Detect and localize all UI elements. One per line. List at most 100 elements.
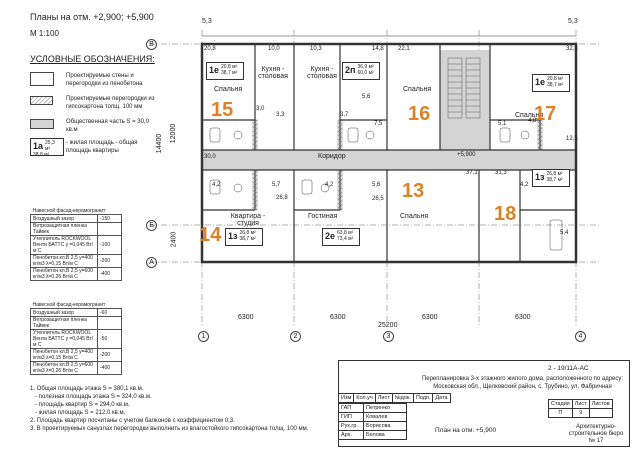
room-bedroom-13: Спальня: [400, 213, 429, 220]
facade-layer-row: Утеплитель ROCKWOOL Венти БАТТС у =0,045…: [30, 235, 122, 255]
tb-sheets-label: Листов: [588, 399, 613, 409]
room-area: 3,0: [256, 106, 265, 112]
tb-role: Рук.гр.: [338, 421, 364, 431]
room-bedroom-16: Спальня: [403, 86, 432, 93]
plan-title: Планы на отм. +2,900; +5,900: [30, 12, 154, 22]
facade-layer-name: Пенобетон кл.В 2,5 у=400 кг/м3 λ=0,15 Вт…: [30, 348, 98, 362]
scale-label: М 1:100: [30, 29, 59, 38]
facade-layer-thickness: -50: [97, 329, 122, 349]
area-box-living: 26,8 м²: [239, 230, 256, 236]
facade-layer-thickness: [97, 316, 122, 330]
area-box-living: 63,8 м²: [337, 230, 354, 236]
facade-layer-row: Пенобетон кл.В 2,5 у=600 кг/м3 λ=0,26 Вт…: [30, 361, 122, 375]
room-area: 5,7: [272, 182, 281, 188]
facade-layer-row: Пенобетон кл.В 2,5 у=600 кг/м3 λ=0,26 Вт…: [30, 267, 122, 281]
legend-area-total: 38,8 м²: [33, 152, 50, 158]
room-area: 14,8: [372, 46, 384, 52]
room-area: 4,2: [212, 182, 221, 188]
facade-layer-row: Ветрозащитная пленка Тайвек: [30, 222, 122, 236]
tb-person-name: Ковалев: [363, 412, 407, 422]
tb-role: ГИП: [338, 412, 364, 422]
note-line: 1. Общая площадь этажа S = 380,1 кв.м.: [30, 386, 144, 392]
dim-top-left: 5,3: [202, 18, 212, 25]
dim-bottom-3: 6300: [422, 314, 438, 321]
tb-stage-label: Стадия: [548, 399, 573, 409]
room-area: 10,0: [268, 46, 280, 52]
tb-head-cell: №док.: [391, 393, 414, 403]
area-box-total: 73,4 м²: [337, 236, 354, 242]
tb-person-name: Белова: [363, 430, 407, 440]
tb-stage: П: [548, 408, 573, 418]
room-living-13: Гостиная: [308, 213, 338, 220]
legend-area-box: 1а 25,3 м² 38,8 м²: [30, 138, 64, 158]
legend-partitions-text: Проектируемые перегородки из гипсокартон…: [66, 96, 155, 110]
axis-row-a: А: [146, 257, 157, 268]
tb-role: ГАП: [338, 403, 364, 413]
apartment-number-18: 18: [494, 203, 517, 225]
facade-layer-row: Воздушный зазор-150: [30, 214, 122, 223]
area-box-num: 1е: [535, 77, 546, 87]
room-kitchen-16: Кухня - столовая: [307, 66, 337, 80]
tb-person-name: Борисова: [363, 421, 407, 431]
tb-sheets: [588, 408, 613, 418]
axis-col-4: 4: [575, 331, 586, 342]
facade-layer-thickness: -400: [97, 267, 122, 281]
axis-col-2: 2: [290, 331, 301, 342]
facade-layer-name: Пенобетон кл.В 2,5 у=400 кг/м3 λ=0,15 Вт…: [30, 254, 98, 268]
facade-layer-row: Утеплитель ROCKWOOL Венти БАТТС у =0,045…: [30, 329, 122, 349]
room-corridor: Коридор: [318, 153, 346, 160]
room-area: 5,6: [362, 94, 371, 100]
room-area: 10,3: [310, 46, 322, 52]
area-box-num: 2е: [325, 231, 336, 241]
note-line: 3. В проектируемых санузлах перегородки …: [30, 426, 309, 432]
note-line: 2. Площадь квартир посчитаны с учетом ба…: [30, 418, 235, 424]
floor-plan: [150, 30, 600, 325]
room-area: 22,1: [398, 46, 410, 52]
tb-head-cell: Кол.уч: [353, 393, 376, 403]
facade-table-title: Навесной фасад-керамогранит: [32, 207, 106, 214]
tb-person-row: Рук.гр.Борисова: [338, 421, 407, 431]
tb-code: 2 - 19/11А-АС: [548, 365, 589, 372]
tb-sheet-label: Лист: [571, 399, 590, 409]
area-box-num: 1з: [535, 172, 545, 182]
facade-layer-name: Ветрозащитная пленка Тайвек: [30, 222, 98, 236]
room-area: 12,5: [566, 136, 578, 142]
facade-layer-name: Пенобетон кл.В 2,5 у=600 кг/м3 λ=0,26 Вт…: [30, 361, 98, 375]
facade-layer-row: Ветрозащитная пленка Тайвек: [30, 316, 122, 330]
tb-person-row: Арх.Белова: [338, 430, 407, 440]
room-area: 30,0: [204, 154, 216, 160]
area-box-living: 20,8 м²: [547, 76, 564, 82]
legend-partitions-swatch: [30, 96, 53, 105]
facade-layer-name: Утеплитель ROCKWOOL Венти БАТТС у =0,045…: [30, 329, 98, 349]
room-area: 3,7: [340, 112, 349, 118]
dim-bottom-1: 6300: [238, 314, 254, 321]
facade-layer-name: Утеплитель ROCKWOOL Венти БАТТС у =0,045…: [30, 235, 98, 255]
facade-layer-thickness: -100: [97, 235, 122, 255]
axis-col-3: 3: [383, 331, 394, 342]
legend-walls-text: Проектируемые стены и перегородки из пен…: [66, 73, 143, 87]
facade-layer-thickness: -200: [97, 348, 122, 362]
facade-layer-name: Пенобетон кл.В 2,5 у=600 кг/м3 λ=0,26 Вт…: [30, 267, 98, 281]
room-area: 4,8: [528, 118, 537, 124]
facade-table-title: Навесной фасад-керамогранит: [32, 301, 106, 308]
area-box-num: 1е: [209, 65, 220, 75]
area-box-total: 38,7 м²: [221, 70, 238, 76]
area-box-total: 38,7 м²: [547, 82, 564, 88]
facade-layer-thickness: -150: [97, 214, 122, 223]
tb-sheet-title: План на отм. +5,900: [435, 427, 497, 434]
room-area: 31,3: [495, 170, 507, 176]
area-box-total: 60,0 м²: [357, 70, 374, 76]
room-area: 7,5: [374, 121, 383, 127]
apartment-number-16: 16: [408, 103, 431, 125]
tb-role: Арх.: [338, 430, 364, 440]
room-bedroom-17: Спальня: [515, 112, 544, 119]
notes-block: 1. Общая площадь этажа S = 380,1 кв.м. -…: [30, 385, 308, 433]
facade-layer-row: Пенобетон кл.В 2,5 у=400 кг/м3 λ=0,15 Вт…: [30, 254, 122, 268]
facade-layer-thickness: -400: [97, 361, 122, 375]
level-mark: +5,900: [457, 152, 476, 158]
